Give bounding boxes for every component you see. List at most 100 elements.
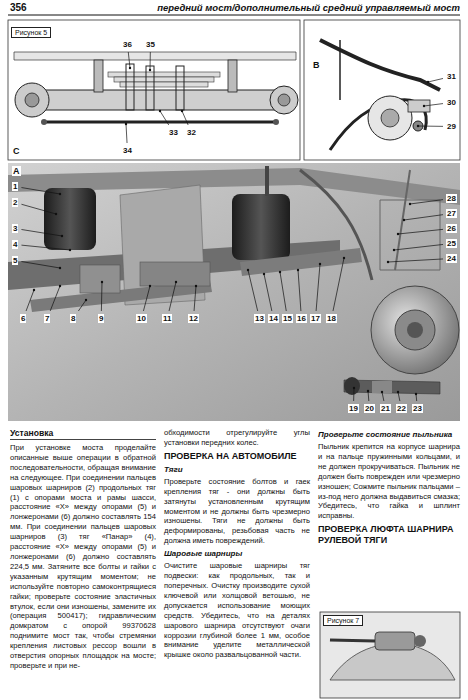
leader-dot (393, 249, 395, 251)
callout-number: 15 (282, 314, 293, 323)
view-letter: C (12, 146, 21, 156)
chassis-photo-part (371, 286, 459, 374)
subheading: Тяги (164, 465, 310, 475)
figure-label: Рисунок 5 (11, 27, 51, 38)
figure-7-inset-part (330, 640, 375, 641)
leader-dot (397, 233, 399, 235)
leader-dot (101, 281, 103, 283)
section-heading: ПРОВЕРКА ЛЮФТА ШАРНИРА РУЛЕВОЙ ТЯГИ (318, 524, 460, 546)
leader-dot (125, 123, 127, 125)
leader-line (78, 300, 86, 311)
leader-line (26, 290, 34, 311)
callout-number: 4 (12, 240, 18, 249)
leader-dot (33, 289, 35, 291)
leader-line (50, 286, 60, 311)
leader-line (160, 111, 169, 125)
header-rule-part (8, 15, 460, 16)
leader-line (382, 392, 384, 401)
callout-number: 23 (412, 404, 423, 413)
steering-inset (304, 20, 460, 160)
figure-7-inset-part (375, 632, 415, 650)
leader-dot (297, 269, 299, 271)
axle-inset-part (126, 64, 134, 110)
leader-dot (59, 267, 61, 269)
leader-line (388, 259, 443, 262)
subheading: Проверьте состояние пыльника (318, 430, 460, 440)
body-text: Пыльник крепится на корпусе шарнира и на… (318, 442, 460, 521)
figure-label: Рисунок 7 (323, 615, 363, 626)
callout-number: 31 (446, 72, 457, 81)
leader-line (424, 104, 443, 106)
callout-number: 7 (44, 314, 50, 323)
text-column: Проверьте состояние пыльникаПыльник креп… (318, 428, 460, 549)
callout-number: 14 (268, 314, 279, 323)
leader-line (21, 229, 62, 236)
leader-line (280, 272, 286, 311)
callout-number: 27 (446, 209, 457, 218)
leader-dot (417, 125, 419, 127)
axle-inset-part (146, 66, 154, 110)
leader-dot (263, 273, 265, 275)
callout-number: 17 (310, 314, 321, 323)
callout-number: 9 (98, 314, 104, 323)
chassis-photo-part (8, 163, 460, 421)
page-header: передний мост/дополнительный средний упр… (157, 2, 460, 14)
body-text: обходимости отрегулируйте углы установки… (164, 428, 310, 448)
leader-line (21, 262, 60, 268)
steering-inset-part (368, 96, 412, 140)
section-heading: Установка (10, 428, 156, 440)
leader-line (264, 274, 272, 311)
leader-dot (59, 193, 61, 195)
leader-line (128, 52, 130, 68)
axle-inset-part (94, 60, 103, 92)
chassis-photo-part (240, 248, 362, 276)
leader-line (428, 78, 443, 82)
leader-dot (387, 261, 389, 263)
leader-dot (279, 271, 281, 273)
section-heading: ПРОВЕРКА НА АВТОМОБИЛЕ (164, 451, 310, 462)
callout-number: 28 (446, 194, 457, 203)
steering-inset-part (304, 20, 460, 160)
leader-dot (149, 69, 151, 71)
chassis-photo-part (140, 262, 210, 286)
axle-inset-part (273, 119, 279, 125)
leader-dot (397, 391, 399, 393)
callout-number: 30 (446, 98, 457, 107)
leader-line (333, 258, 344, 311)
callout-number: 5 (12, 256, 18, 265)
leader-line (368, 391, 370, 401)
leader-dot (409, 203, 411, 205)
leader-line (248, 270, 258, 311)
view-letter: A (12, 166, 21, 176)
callout-number: 16 (296, 314, 307, 323)
figure-7-inset (320, 612, 460, 698)
leader-line (398, 229, 443, 234)
leader-dot (149, 285, 151, 287)
axle-inset-part (270, 86, 298, 114)
leader-line (398, 392, 400, 401)
chassis-photo-part (372, 381, 392, 393)
leader-line (101, 282, 103, 311)
body-text: Проверьте состояние болтов и гаек крепле… (164, 477, 310, 546)
leader-line (21, 204, 56, 214)
axle-inset-part (278, 94, 290, 106)
axle-inset-part (228, 60, 237, 92)
leader-dot (343, 257, 345, 259)
callout-number: 6 (20, 314, 26, 323)
chassis-photo-part (344, 377, 360, 395)
axle-inset-part (15, 83, 49, 117)
callout-number: 12 (188, 314, 199, 323)
body-text: Очистите шаровые шарниры тяг подвески: к… (164, 561, 310, 660)
chassis-photo-part (395, 170, 410, 270)
leader-line (394, 244, 443, 250)
chassis-photo-part (232, 194, 290, 260)
figure-7-inset-part (414, 635, 426, 647)
body-text: При установке моста проделайте описанные… (10, 443, 156, 671)
leader-dot (181, 110, 183, 112)
leader-dot (247, 269, 249, 271)
leader-dot (61, 235, 63, 237)
chassis-photo-part (80, 265, 120, 293)
leader-line (194, 286, 196, 311)
leader-dot (59, 285, 61, 287)
